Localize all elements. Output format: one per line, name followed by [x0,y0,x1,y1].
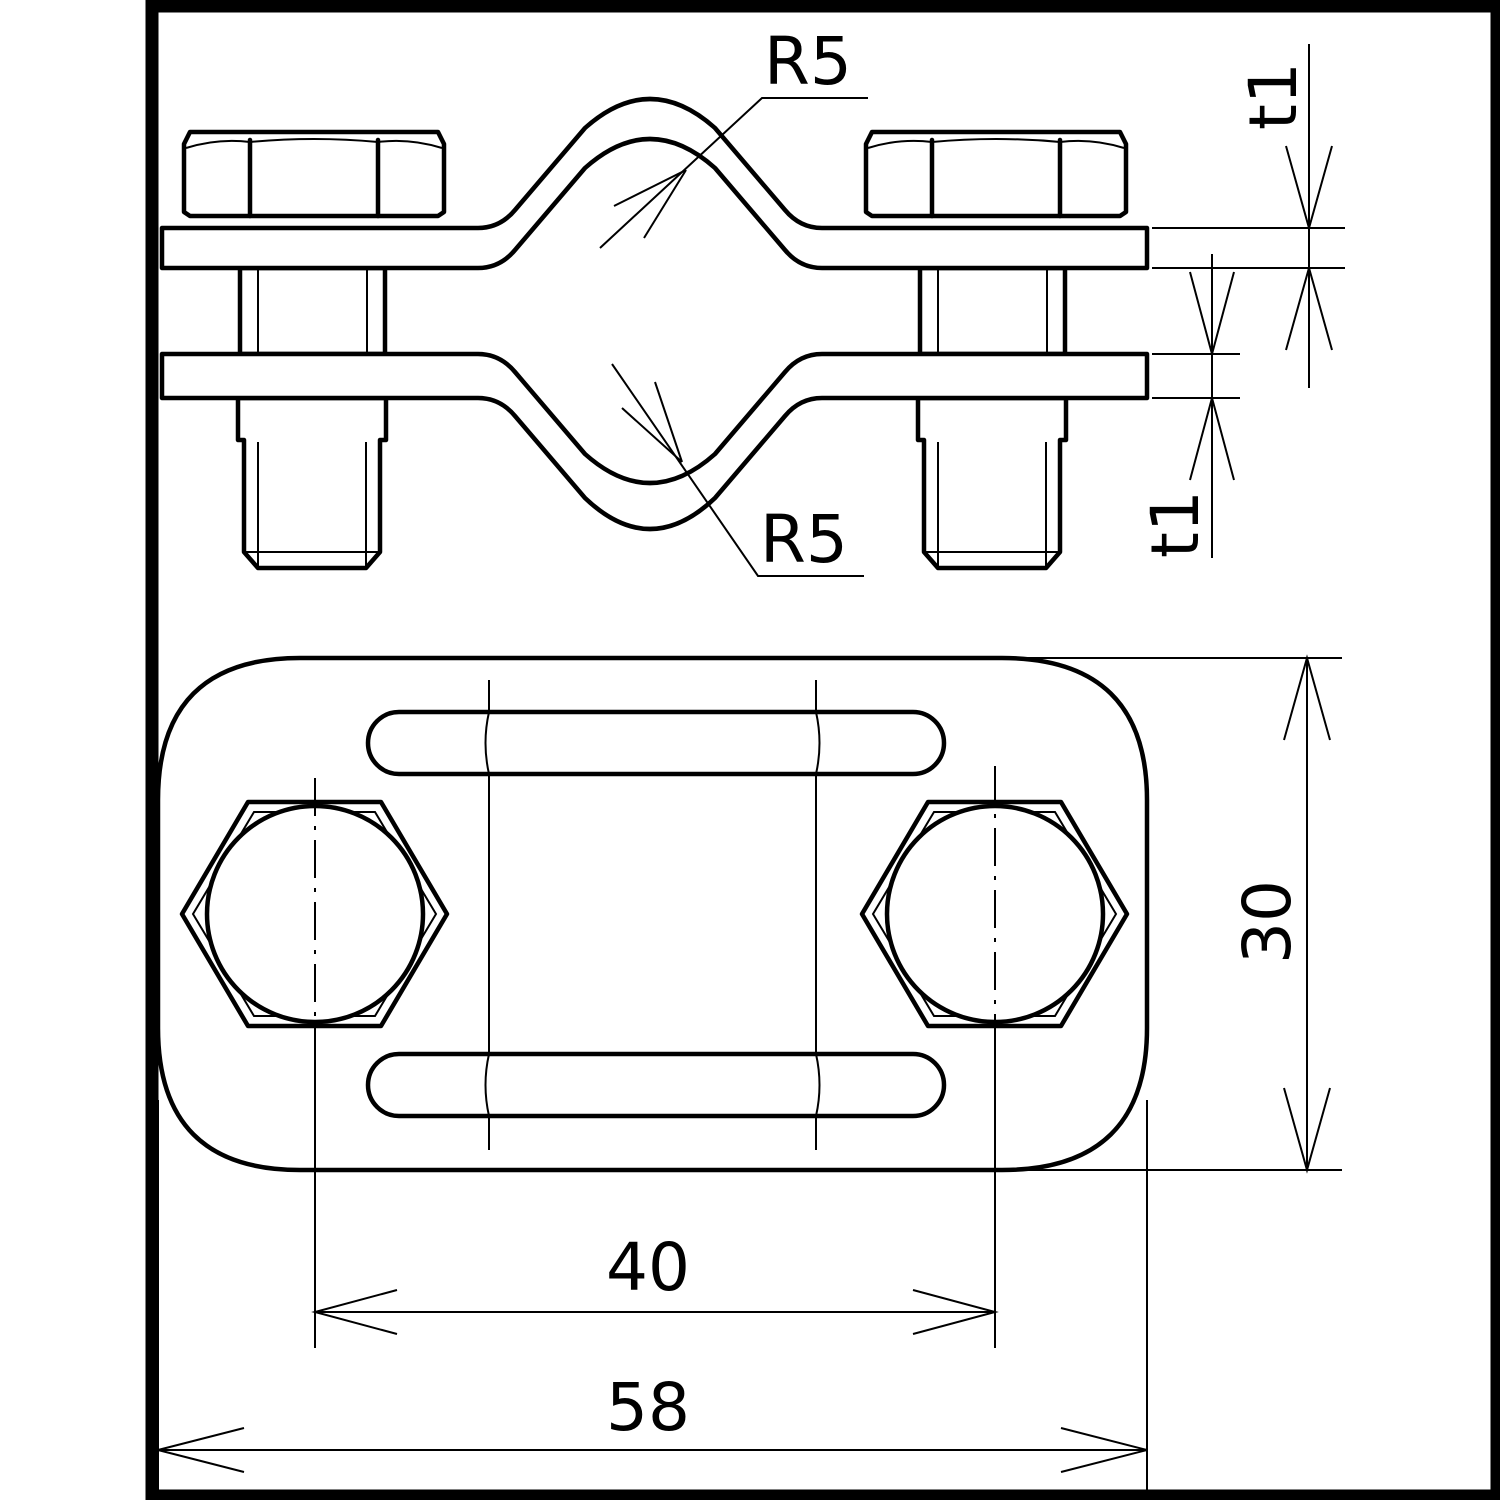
bolt-thread-left [235,395,389,571]
bolt-thread-right [915,395,1069,571]
height-label: 30 [1229,880,1306,964]
side-view: R5 R5 t1 t1 [159,23,1345,578]
overall-width-label: 58 [606,1369,690,1446]
slot-bottom [365,1051,947,1119]
thickness-dimension-top [1152,44,1345,388]
thickness-dimension-bottom [1152,254,1240,558]
lower-clamp-plate [159,351,1150,532]
thickness-label-bottom: t1 [1137,490,1214,558]
hex-nut-left [181,129,447,219]
upper-clamp-plate [159,96,1150,271]
radius-label-bottom: R5 [760,501,848,578]
overall-width-dimension [157,1100,1148,1496]
radius-leader-bottom [611,363,864,577]
bolt-shank-left [237,265,388,357]
thickness-label-top: t1 [1235,62,1312,130]
radius-label-top: R5 [764,23,852,100]
drawing-frame [145,0,1500,1500]
top-view: 30 40 58 [155,654,1342,1496]
hole-spacing-label: 40 [606,1229,690,1306]
slot-top [365,709,947,777]
height-dimension [1002,654,1342,1174]
groove-lines [484,680,821,1150]
radius-leader-top [599,97,868,249]
bolt-shank-right [917,265,1068,357]
hole-spacing-dimension [311,1050,999,1348]
hex-nut-right [863,129,1129,219]
